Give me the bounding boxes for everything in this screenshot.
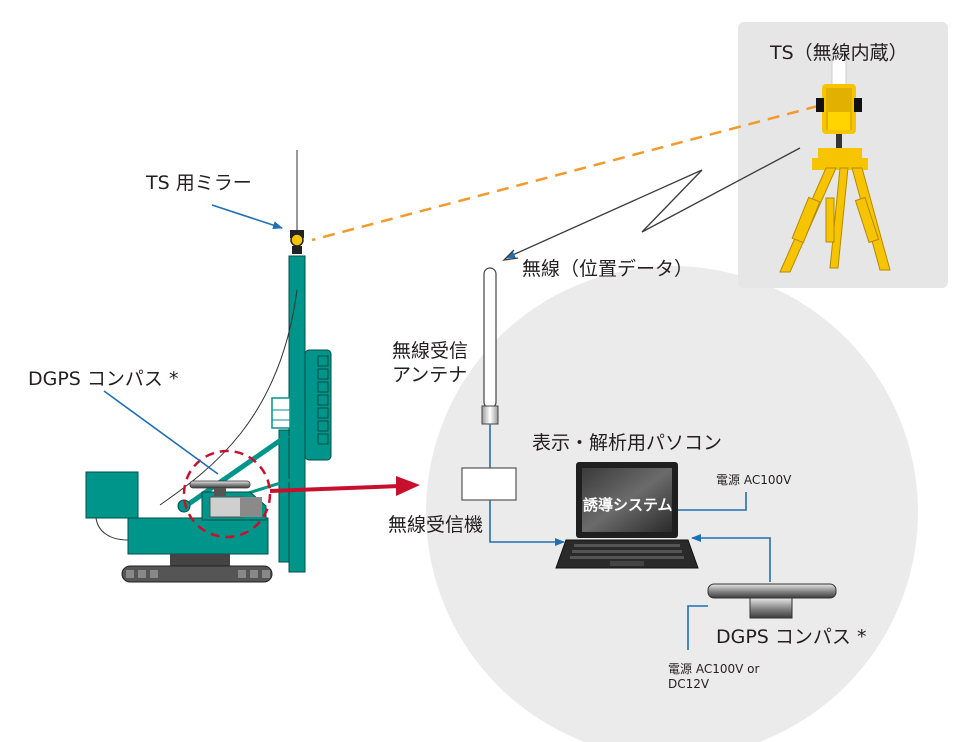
dgps-highlight-circle	[182, 449, 272, 539]
screen-text-label: 誘導システム	[583, 496, 673, 514]
total-station-icon	[812, 55, 868, 170]
dgps-power-line	[687, 605, 708, 650]
receiver-to-pc-line	[489, 500, 565, 546]
dgps-power-label-line2: DC12V	[668, 677, 710, 691]
antenna-icon	[481, 267, 499, 425]
radio-wave-icon	[505, 147, 801, 259]
radio-data-label: 無線（位置データ）	[522, 258, 694, 280]
mirror-callout-arrow	[211, 204, 283, 229]
antenna-label-line2: アンテナ	[392, 364, 468, 386]
radio-receiver-box	[461, 467, 517, 501]
tripod-icon	[779, 167, 891, 273]
dgps-to-pc-line	[691, 534, 771, 582]
pile-driver	[85, 255, 332, 583]
dgps-callout-arrow	[103, 390, 219, 475]
ts-mirror-label: TS 用ミラー	[146, 172, 252, 194]
receiver-label: 無線受信機	[388, 514, 484, 536]
dgps-left-label: DGPS コンパス *	[28, 368, 179, 390]
dgps-right-label: DGPS コンパス *	[716, 626, 867, 648]
pc-title-label: 表示・解析用パソコン	[532, 432, 723, 454]
ts-label: TS（無線内蔵）	[770, 42, 908, 64]
ts-mirror-icon	[290, 230, 304, 254]
pc-power-line	[678, 492, 747, 511]
zoom-arrow-head	[396, 476, 420, 496]
pc-power-label: 電源 AC100V	[716, 473, 792, 487]
laser-line	[311, 104, 819, 242]
dgps-compass-icon	[707, 583, 837, 619]
zoom-arrow	[269, 484, 401, 493]
antenna-label-line1: 無線受信	[392, 340, 469, 362]
laptop-icon	[555, 462, 699, 569]
dgps-power-label-line1: 電源 AC100V or	[668, 662, 760, 676]
